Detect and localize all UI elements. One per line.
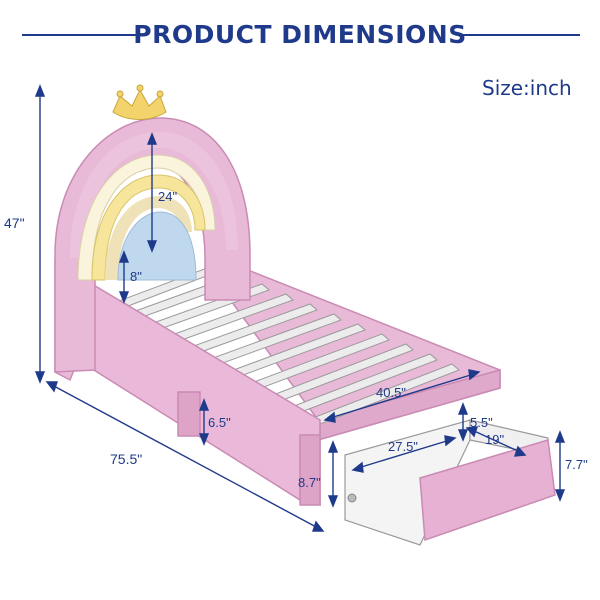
dim-bed-width: 40.5" bbox=[376, 385, 406, 400]
drawer bbox=[344, 419, 556, 546]
dim-drawer-length: 19" bbox=[485, 432, 505, 447]
bed-legs bbox=[177, 391, 321, 506]
dim-headboard-height: 24" bbox=[158, 189, 178, 204]
page-title: PRODUCT DIMENSIONS bbox=[133, 20, 467, 49]
dim-drawer-height: 7.7" bbox=[565, 457, 588, 472]
dim-total-length: 75.5" bbox=[110, 451, 143, 467]
unit-note: Size:inch bbox=[482, 76, 572, 100]
dim-side-rail-height: 8.7" bbox=[298, 475, 321, 490]
dim-drawer-width: 27.5" bbox=[388, 439, 418, 454]
dim-leg-clearance: 8" bbox=[130, 269, 142, 284]
dim-total-height: 47" bbox=[4, 215, 25, 231]
dim-leg-height: 6.5" bbox=[208, 415, 231, 430]
headboard bbox=[54, 84, 251, 373]
dimension-lines bbox=[34, 84, 566, 532]
dim-drawer-depth: 5.5" bbox=[470, 415, 493, 430]
